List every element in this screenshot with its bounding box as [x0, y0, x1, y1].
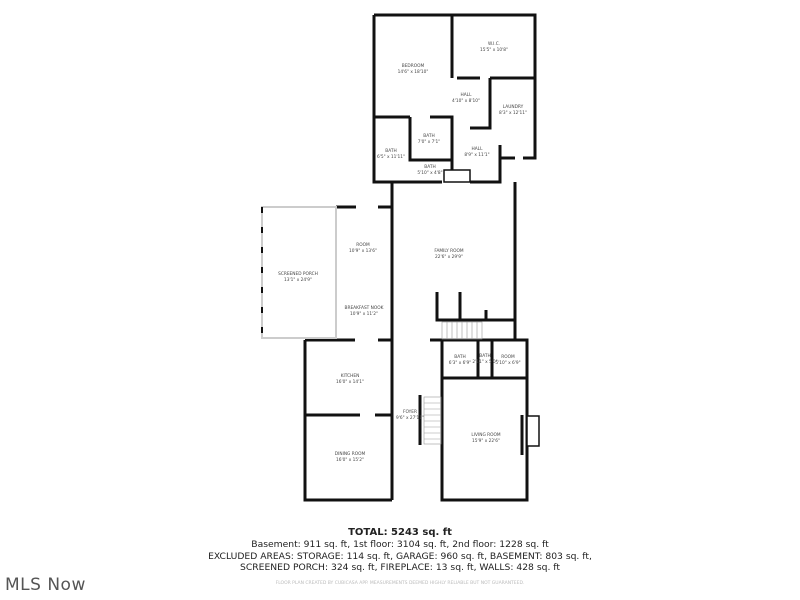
- floor-areas: Basement: 911 sq. ft, 1st floor: 3104 sq…: [251, 539, 549, 550]
- excluded-areas: EXCLUDED AREAS: STORAGE: 114 sq. ft, GAR…: [208, 550, 592, 562]
- room-label-wic: W.I.C.15'5" x 10'8": [480, 42, 508, 53]
- screened-porch-outline: [261, 206, 337, 339]
- fireplace-icon: [443, 169, 540, 447]
- disclaimer: FLOOR PLAN CREATED BY CUBICASA APP. MEAS…: [275, 580, 525, 586]
- excluded-areas-cont: SCREENED PORCH: 324 sq. ft, FIREPLACE: 1…: [240, 562, 560, 573]
- area-summary: TOTAL: 5243 sq. ft Basement: 911 sq. ft,…: [0, 527, 800, 586]
- mls-now-logo: MLS Now: [5, 575, 86, 595]
- total-area: TOTAL: 5243 sq. ft: [348, 527, 452, 538]
- walls: [303, 13, 537, 502]
- stairs: [423, 321, 483, 445]
